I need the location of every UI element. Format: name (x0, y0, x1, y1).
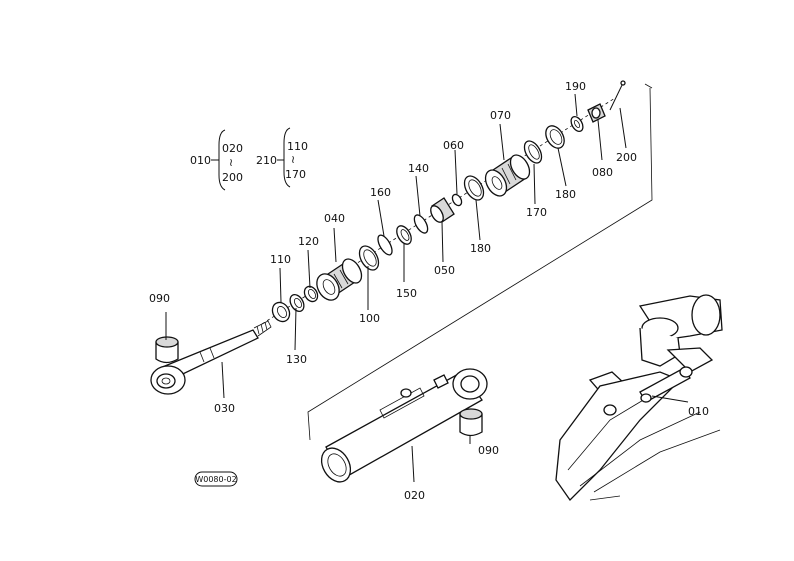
leader-lines (165, 93, 689, 483)
callout-190: 190 (565, 80, 586, 93)
callout-040: 040 (324, 212, 345, 225)
legend-assy2-number: 210 (256, 154, 277, 167)
legend-assy1-number: 010 (190, 154, 211, 167)
callout-200: 200 (616, 151, 637, 164)
legend-assy1-to: 200 (222, 171, 243, 184)
machine-boom (555, 294, 723, 502)
callout-090-right: 090 (478, 444, 499, 457)
legend-assy2-to: 170 (285, 168, 306, 181)
legend-assy1-from: 020 (222, 142, 243, 155)
figure-code: W0080-02 (194, 471, 238, 487)
seal-rings-front (271, 285, 319, 323)
piston (484, 154, 531, 197)
piston-rings-and-nut (523, 80, 626, 164)
assembly-legend: 010 020 ≀ 200 210 110 ≀ 170 (190, 127, 308, 191)
bushing-right (459, 408, 483, 437)
callout-060: 060 (443, 139, 464, 152)
callout-100: 100 (359, 312, 380, 325)
callout-170: 170 (526, 206, 547, 219)
callout-110: 110 (270, 253, 291, 266)
cylinder-tube (320, 368, 488, 483)
spacer-and-ring (430, 193, 463, 223)
callout-070: 070 (490, 109, 511, 122)
legend-assy2-from: 110 (287, 140, 308, 153)
callout-labels: 090 030 110 130 120 040 100 160 150 140 … (149, 80, 709, 502)
piston-rod (150, 320, 272, 395)
callout-010: 010 (688, 405, 709, 418)
legend-assy1-symbol: ≀ (229, 156, 233, 169)
wear-ring (463, 175, 485, 201)
callout-130: 130 (286, 353, 307, 366)
callout-120: 120 (298, 235, 319, 248)
seal-rings-middle (358, 214, 429, 271)
rod-guide (316, 258, 363, 301)
callout-030: 030 (214, 402, 235, 415)
callout-180-upper: 180 (555, 188, 576, 201)
legend-assy2-symbol: ≀ (291, 153, 295, 166)
callout-050: 050 (434, 264, 455, 277)
callout-080: 080 (592, 166, 613, 179)
bushing-left (155, 336, 179, 364)
callout-090-left: 090 (149, 292, 170, 305)
callout-150: 150 (396, 287, 417, 300)
callout-140: 140 (408, 162, 429, 175)
callout-180-lower: 180 (470, 242, 491, 255)
figure-code-text: W0080-02 (195, 475, 236, 484)
callout-160: 160 (370, 186, 391, 199)
callout-020: 020 (404, 489, 425, 502)
